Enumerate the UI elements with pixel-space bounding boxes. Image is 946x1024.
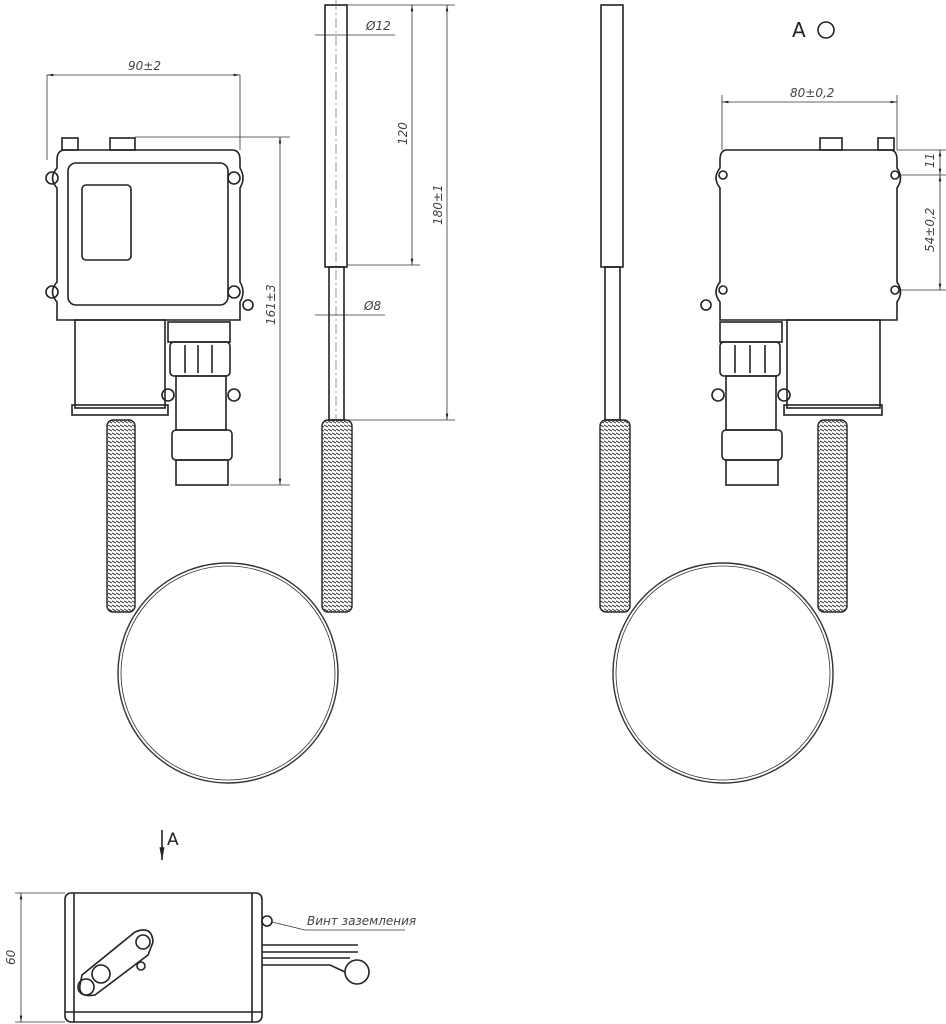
lower-body [74,319,166,409]
view-label: A [792,18,806,42]
capillary-leads [262,944,358,973]
probe-tube [600,4,624,268]
probe-length-dimension: 120 [396,122,410,145]
ground-screw-icon [261,915,273,927]
mount-hole-icon [700,170,900,311]
front-view: 90±2 Ø12 120 180±1 161±3 Ø8 [45,0,455,784]
screw-icon [45,171,254,311]
connector [711,321,791,486]
capillary-coil [612,562,834,784]
probe-diameter-dimension: Ø12 [365,19,391,33]
housing [51,149,244,321]
housing [715,149,902,321]
top-view: A Винт заземления 60 [4,830,416,1023]
housing-cover [67,162,229,306]
display-window [81,184,132,261]
capillary-coil [117,562,339,784]
ground-screw-label: Винт заземления [307,914,416,928]
housing [64,892,263,1023]
width-dimension: 90±2 [128,59,161,73]
height-dimension: 161±3 [264,284,278,325]
top-offset-dimension: 11 [923,153,937,168]
probe-spring [599,419,631,613]
probe-total-dimension: 180±1 [431,184,445,225]
connector [161,321,241,486]
capillary-spring [106,419,136,613]
height-dimension: 60 [4,949,18,965]
tube-diameter-dimension: Ø8 [363,299,381,313]
rear-view: A 80±0,2 11 54±0,2 [599,4,946,784]
terminal-plate [78,929,154,997]
view-arrow-label: A [167,830,179,850]
width-dimension: 80±0,2 [790,86,834,100]
hole-spacing-dimension: 54±0,2 [923,208,937,252]
capillary-spring [817,419,848,613]
probe-spring [321,419,353,613]
rotate-icon [817,21,835,39]
